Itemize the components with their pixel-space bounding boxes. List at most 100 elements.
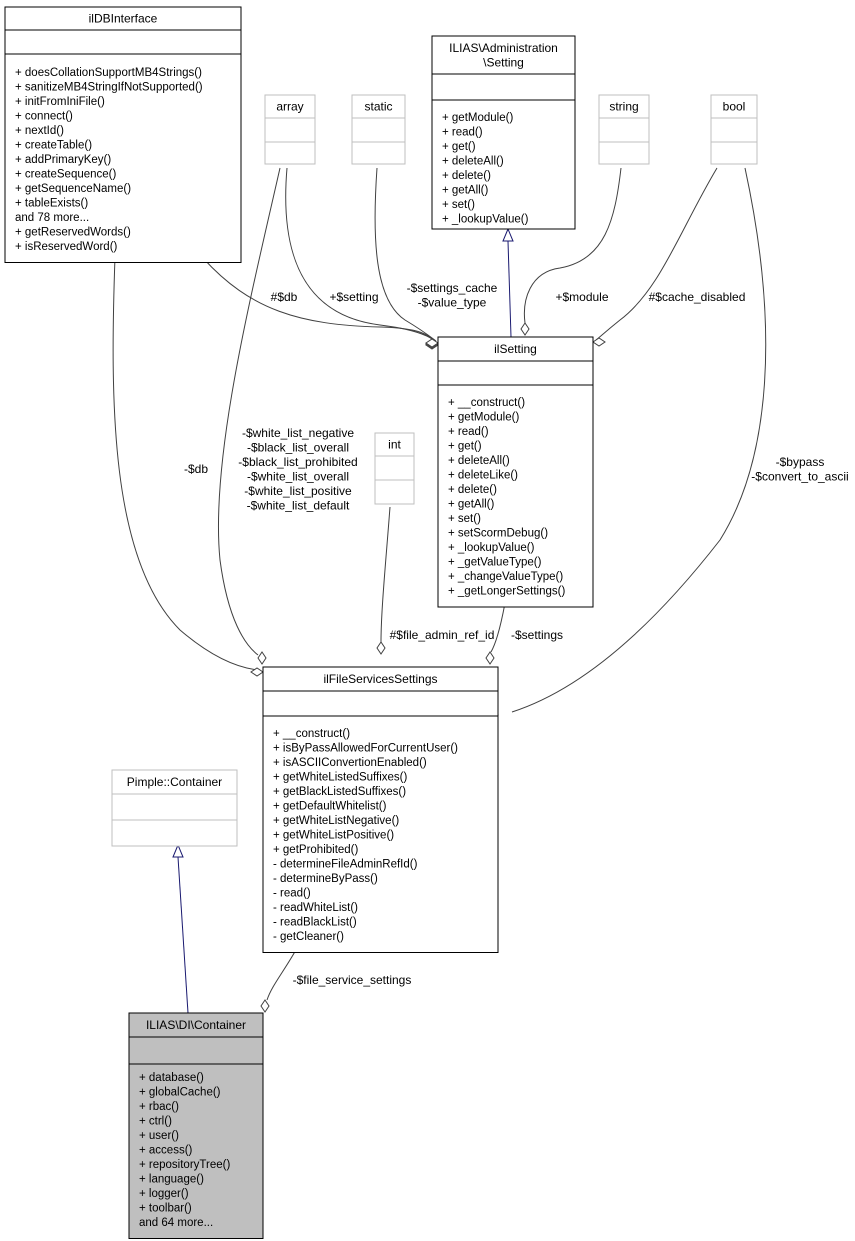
edge-label-line: -$white_list_positive xyxy=(244,484,352,498)
edge-label-setting: +$setting xyxy=(329,290,378,304)
class-title: ILIAS\DI\Container xyxy=(146,1018,246,1032)
inheritance-ilsetting-to-admin-setting xyxy=(502,227,514,338)
class-method: + connect() xyxy=(15,111,73,123)
edge-label-line: -$black_list_overall xyxy=(247,441,349,455)
classes-layer: ilDBInterface+ doesCollationSupportMB4St… xyxy=(4,6,758,1239)
edge-labels-layer: #$db+$setting-$settings_cache-$value_typ… xyxy=(184,281,849,987)
edge-filesettings-to-container xyxy=(260,947,298,1013)
class-method: + initFromIniFile() xyxy=(15,96,105,108)
edge-line xyxy=(285,167,437,343)
edge-bool-to-ilsetting xyxy=(592,167,718,347)
class-method: + getModule() xyxy=(448,412,519,424)
class-admin-setting: ILIAS\Administration\Setting+ getModule(… xyxy=(431,35,576,230)
edge-label-file-service-settings: -$file_service_settings xyxy=(293,973,412,987)
edge-label-cache-disabled: #$cache_disabled xyxy=(649,290,746,304)
class-method: + tableExists() xyxy=(15,198,88,210)
class-method: + getProhibited() xyxy=(273,844,359,856)
class-box xyxy=(351,94,406,165)
class-static: static xyxy=(351,94,406,165)
class-box xyxy=(262,666,499,953)
aggregation-diamond xyxy=(425,338,439,348)
class-method: + __construct() xyxy=(448,397,525,409)
class-pimple: Pimple::Container xyxy=(111,769,238,847)
class-title: int xyxy=(388,438,401,452)
class-method: + _lookupValue() xyxy=(448,542,535,554)
edge-label-white-lists: -$white_list_negative-$black_list_overal… xyxy=(238,426,357,513)
class-method: + createTable() xyxy=(15,140,92,152)
edge-line xyxy=(380,506,391,643)
class-int: int xyxy=(374,432,415,505)
edge-label-line: -$db xyxy=(184,462,208,476)
class-method: + setScormDebug() xyxy=(448,528,548,540)
class-method: + user() xyxy=(139,1130,179,1142)
class-title: string xyxy=(609,100,638,114)
class-method: + getAll() xyxy=(442,185,489,197)
class-method: + getAll() xyxy=(448,499,495,511)
class-method: + getDefaultWhitelist() xyxy=(273,801,387,813)
aggregation-diamond xyxy=(376,641,386,655)
class-method: + delete() xyxy=(448,484,497,496)
class-array: array xyxy=(264,94,316,165)
class-box xyxy=(437,336,594,608)
inheritance-arrowhead xyxy=(172,843,184,858)
edge-int-to-filesettings xyxy=(376,506,391,655)
class-string: string xyxy=(598,94,650,165)
edge-label-line: -$convert_to_ascii xyxy=(751,470,848,484)
class-method: + delete() xyxy=(442,170,491,182)
edge-line xyxy=(595,167,718,341)
class-method: + getSequenceName() xyxy=(15,183,131,195)
class-method: + getModule() xyxy=(442,112,513,124)
class-title: array xyxy=(276,100,303,114)
class-method: - readWhiteList() xyxy=(273,902,358,914)
edge-label-line: -$settings xyxy=(511,628,563,642)
class-method: + createSequence() xyxy=(15,169,116,181)
class-method: + addPrimaryKey() xyxy=(15,154,111,166)
class-method: + getBlackListedSuffixes() xyxy=(273,786,406,798)
edge-label-line: -$value_type xyxy=(418,296,487,310)
class-ilsetting: ilSetting+ __construct()+ getModule()+ r… xyxy=(437,336,594,608)
class-method: + ctrl() xyxy=(139,1116,172,1128)
edge-line xyxy=(511,167,767,713)
class-method: - readBlackList() xyxy=(273,917,357,929)
aggregation-diamond xyxy=(250,667,264,677)
class-box xyxy=(4,6,242,263)
inheritance-arrowhead xyxy=(502,227,514,242)
class-method: + isASCIIConvertionEnabled() xyxy=(273,757,427,769)
edge-line xyxy=(523,167,622,324)
aggregation-diamond xyxy=(592,337,606,347)
edge-label-line: -$white_list_overall xyxy=(247,470,349,484)
class-box xyxy=(710,94,758,165)
aggregation-diamond xyxy=(485,651,495,665)
class-title: bool xyxy=(723,100,746,114)
edge-label-line: #$cache_disabled xyxy=(649,290,746,304)
edge-string-to-ilsetting xyxy=(520,167,622,336)
class-method: + logger() xyxy=(139,1188,189,1200)
edge-line xyxy=(112,256,259,671)
edge-line xyxy=(490,602,506,653)
class-title: ilDBInterface xyxy=(89,12,158,26)
class-method: + get() xyxy=(448,441,482,453)
class-method: + deleteAll() xyxy=(448,455,510,467)
edge-db-to-filesettings xyxy=(112,256,264,677)
aggregation-diamond xyxy=(260,999,270,1013)
class-method: + repositoryTree() xyxy=(139,1159,230,1171)
edge-label-db-minus: -$db xyxy=(184,462,208,476)
class-method: + nextId() xyxy=(15,125,64,137)
edge-line xyxy=(374,167,437,342)
class-method: + get() xyxy=(442,141,476,153)
class-method: + isReservedWord() xyxy=(15,241,118,253)
class-method: + rbac() xyxy=(139,1101,179,1113)
class-method: + getWhiteListPositive() xyxy=(273,830,394,842)
class-method: + getReservedWords() xyxy=(15,227,131,239)
class-box xyxy=(264,94,316,165)
edge-label-line: #$file_admin_ref_id xyxy=(390,628,495,642)
class-method: and 78 more... xyxy=(15,212,89,224)
edge-label-line: -$settings_cache xyxy=(407,281,498,295)
class-method: and 64 more... xyxy=(139,1217,213,1229)
class-method: + sanitizeMB4StringIfNotSupported() xyxy=(15,82,203,94)
edge-db-to-ilsetting xyxy=(202,257,439,350)
edge-label-bypass: -$bypass-$convert_to_ascii xyxy=(751,455,848,484)
class-title: static xyxy=(364,100,392,114)
class-method: + access() xyxy=(139,1145,193,1157)
